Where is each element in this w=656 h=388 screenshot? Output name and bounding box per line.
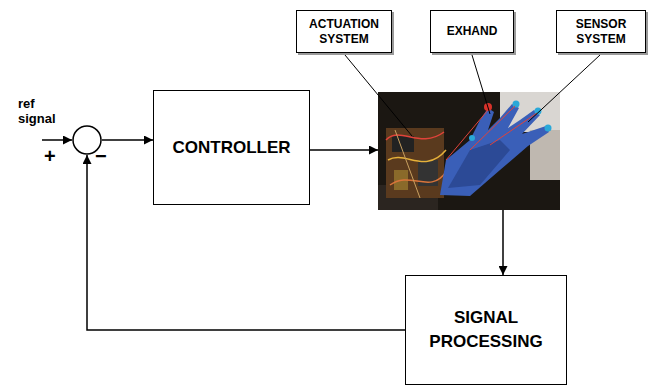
- box-text: SIGNAL PROCESSING: [416, 306, 556, 354]
- sign-mark: +: [44, 145, 56, 167]
- control-wire: [310, 149, 378, 151]
- signal-label: ref signal: [18, 96, 62, 126]
- leader-line: [528, 55, 600, 122]
- summing-junction: +−: [72, 125, 102, 155]
- controller-box: CONTROLLER: [153, 90, 310, 205]
- exhand-photo: [378, 92, 560, 210]
- box-text: CONTROLLER: [172, 136, 290, 160]
- reference-wire: [42, 139, 72, 141]
- label-box: SENSOR SYSTEM: [556, 10, 646, 53]
- leader-line: [472, 55, 490, 114]
- box-text: SENSOR SYSTEM: [561, 17, 641, 47]
- sensor-wire: [502, 210, 504, 275]
- process-box: SIGNAL PROCESSING: [405, 275, 567, 385]
- leader-line: [345, 55, 412, 136]
- label-box: ACTUATION SYSTEM: [296, 10, 392, 53]
- sign-mark: −: [95, 145, 107, 167]
- label-box: EXHAND: [430, 10, 514, 53]
- box-text: ACTUATION SYSTEM: [301, 17, 387, 47]
- signal-connector: [102, 139, 153, 141]
- box-text: EXHAND: [447, 24, 498, 39]
